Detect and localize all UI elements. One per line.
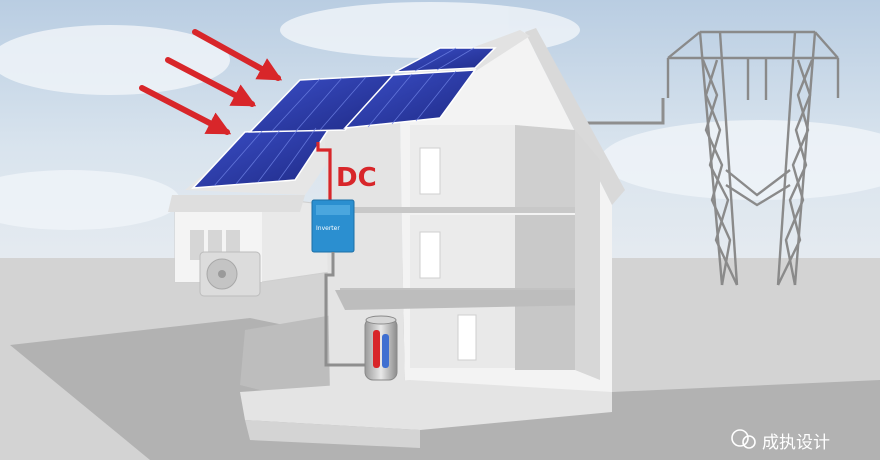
- inverter-icon: Inverter: [311, 199, 355, 253]
- dc-wire: [316, 142, 332, 202]
- hot-water-tank-icon: [364, 315, 398, 381]
- ac-wire: [324, 252, 365, 367]
- watermark: 成执设计: [731, 429, 830, 453]
- foundation-front: [245, 420, 420, 448]
- transmission-tower-icon: [666, 30, 840, 286]
- foundation-slab: [240, 380, 612, 430]
- solar-panel-array-icon: [191, 47, 497, 189]
- heat-pump-icon: [199, 251, 261, 297]
- dc-label: DC: [336, 163, 377, 193]
- inverter-label: Inverter: [316, 225, 340, 232]
- eave-left: [168, 195, 305, 212]
- watermark-text: 成执设计: [762, 433, 830, 453]
- sunlight-arrows-icon: [139, 29, 283, 135]
